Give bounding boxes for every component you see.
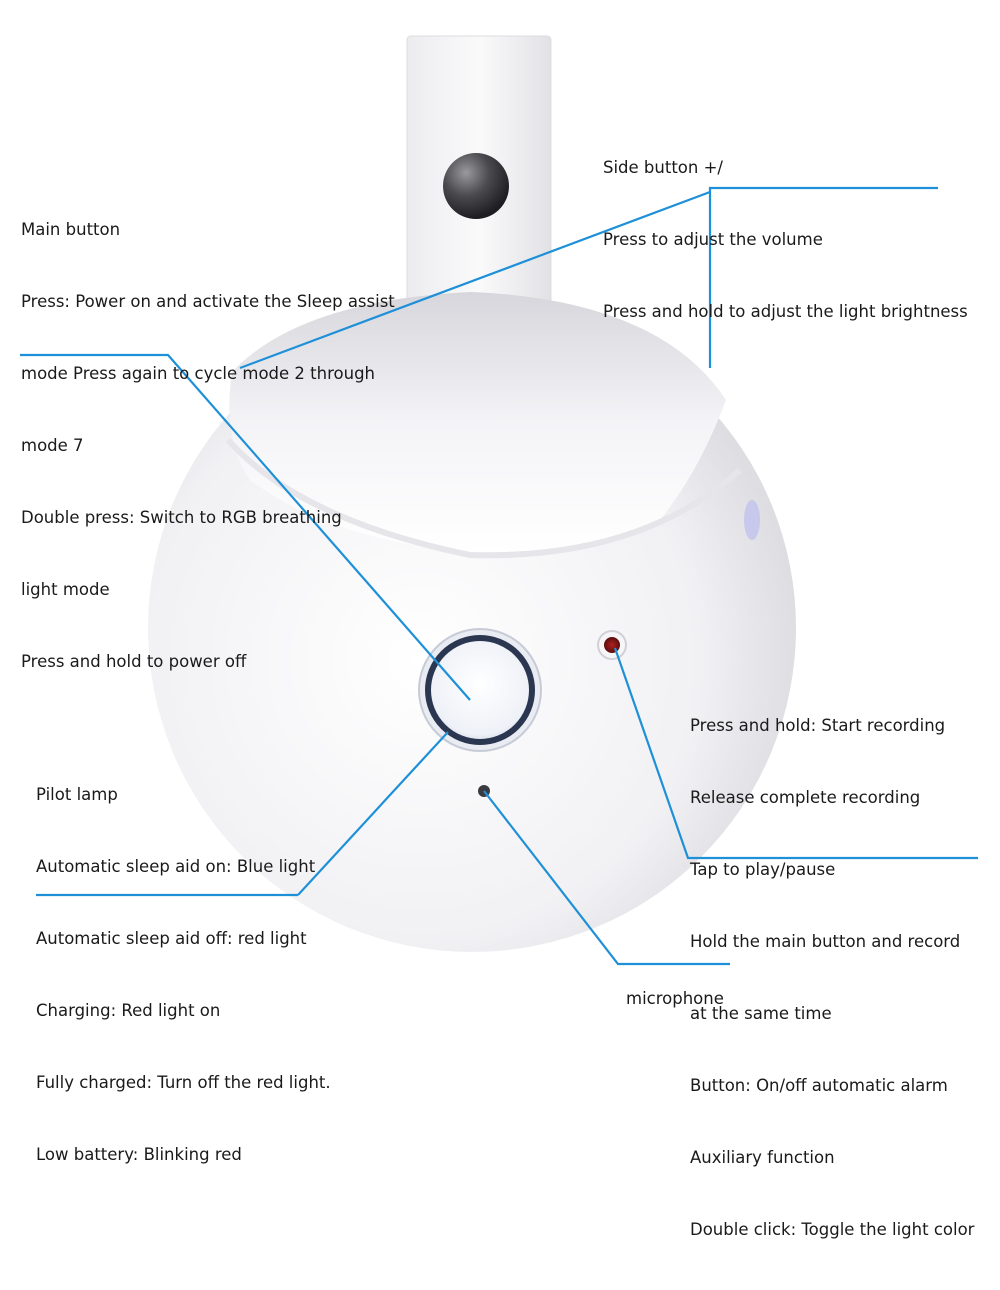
callout-line: Press: Power on and activate the Sleep a… [21,292,395,311]
callout-line: Press and hold to adjust the light brigh… [603,302,968,321]
strap-rivet [443,153,509,219]
callout-line: Fully charged: Turn off the red light. [36,1073,331,1092]
leader-line-record [613,647,978,860]
side-glow [744,500,760,540]
callout-line: Automatic sleep aid on: Blue light [36,857,316,876]
callout-line: Auxiliary function [690,1148,835,1167]
callout-main-button: Main button Press: Power on and activate… [21,170,395,722]
callout-line: at the same time [690,1004,832,1023]
callout-line: Double click: Toggle the light color [690,1220,975,1239]
top-recess [229,292,727,554]
callout-record-button: Press and hold: Start recording Release … [690,666,974,1290]
callout-pilot-lamp: Pilot lamp Automatic sleep aid on: Blue … [36,735,331,1215]
leader-lines [20,186,978,966]
record-led [604,637,620,653]
device-illustration [20,35,978,966]
callout-line: Double press: Switch to RGB breathing [21,508,342,527]
callout-line: mode 7 [21,436,84,455]
callout-microphone: microphone [626,939,724,1059]
leader-line-side-button-branch [239,190,711,370]
callout-line: Main button [21,220,121,239]
callout-line: Hold the main button and record [690,932,961,951]
leader-line-side-button [708,186,938,368]
callout-side-button: Side button +/ Press to adjust the volum… [603,108,968,372]
callout-line: Low battery: Blinking red [36,1145,242,1164]
callout-line: mode Press again to cycle mode 2 through [21,364,376,383]
leader-line-microphone [483,790,730,966]
callout-line: Release complete recording [690,788,921,807]
callout-line: Automatic sleep aid off: red light [36,929,307,948]
callout-line: Charging: Red light on [36,1001,221,1020]
callout-line: Tap to play/pause [690,860,836,879]
callout-line: Press and hold: Start recording [690,716,946,735]
callout-line: Button: On/off automatic alarm [690,1076,948,1095]
callout-line: Side button +/ [603,158,723,177]
callout-line: Pilot lamp [36,785,118,804]
product-diagram: Main button Press: Power on and activate… [20,35,978,1239]
leader-line-main-button [20,353,471,701]
callout-line: Press and hold to power off [21,652,247,671]
main-button[interactable] [425,635,535,745]
callout-line: light mode [21,580,110,599]
callout-line: microphone [626,989,724,1008]
leader-line-pilot-lamp [297,731,449,896]
callout-line: Press to adjust the volume [603,230,823,249]
